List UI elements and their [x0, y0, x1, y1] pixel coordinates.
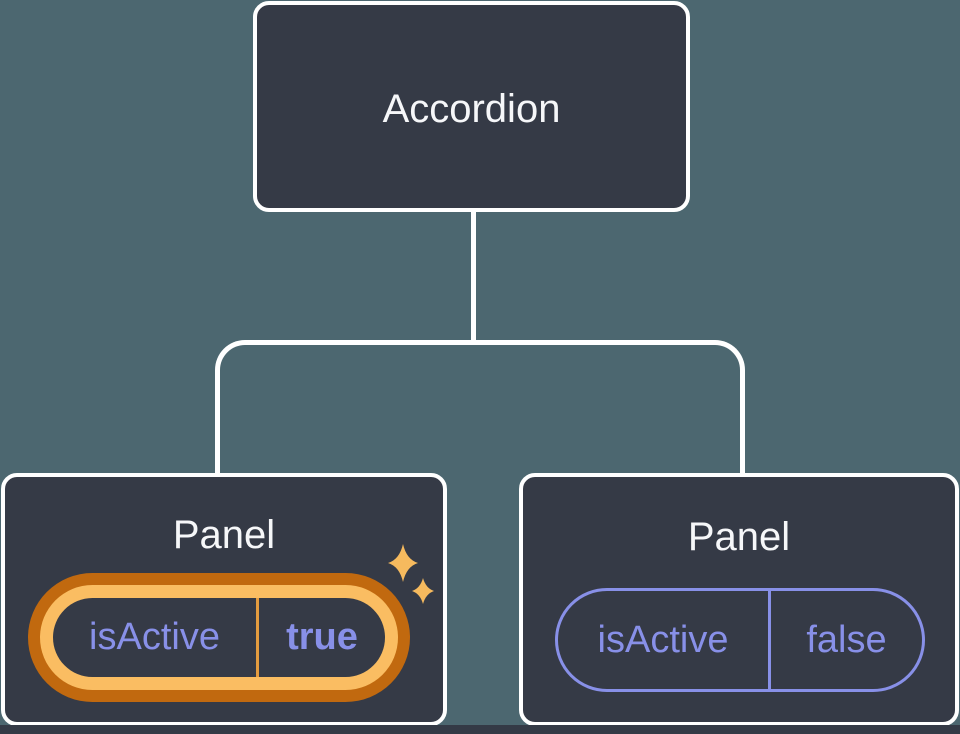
state-pill-highlight-ring: isActive true	[28, 573, 410, 702]
panel-title: Panel	[687, 515, 791, 559]
accordion-node: Accordion	[253, 1, 690, 212]
connector-bracket	[215, 340, 745, 473]
state-pill-inactive: isActive false	[555, 588, 925, 692]
sparkles-icon	[381, 544, 437, 606]
panel-node-active: Panel isActive true	[1, 473, 447, 726]
state-pill-highlight-ring-inner: isActive true	[40, 585, 398, 690]
panel-node-inactive: Panel isActive false	[519, 473, 959, 726]
prop-name-label: isActive	[89, 616, 220, 658]
pill-divider	[256, 598, 259, 677]
accordion-node-title: Accordion	[382, 87, 561, 131]
bottom-dark-strip	[0, 725, 960, 734]
prop-value-label: true	[286, 616, 358, 658]
connector-stem	[471, 211, 476, 343]
pill-divider	[768, 591, 771, 689]
panel-title: Panel	[172, 513, 276, 557]
prop-value-label: false	[806, 618, 887, 661]
prop-name-label: isActive	[597, 618, 729, 661]
state-pill-active: isActive true	[53, 598, 385, 677]
